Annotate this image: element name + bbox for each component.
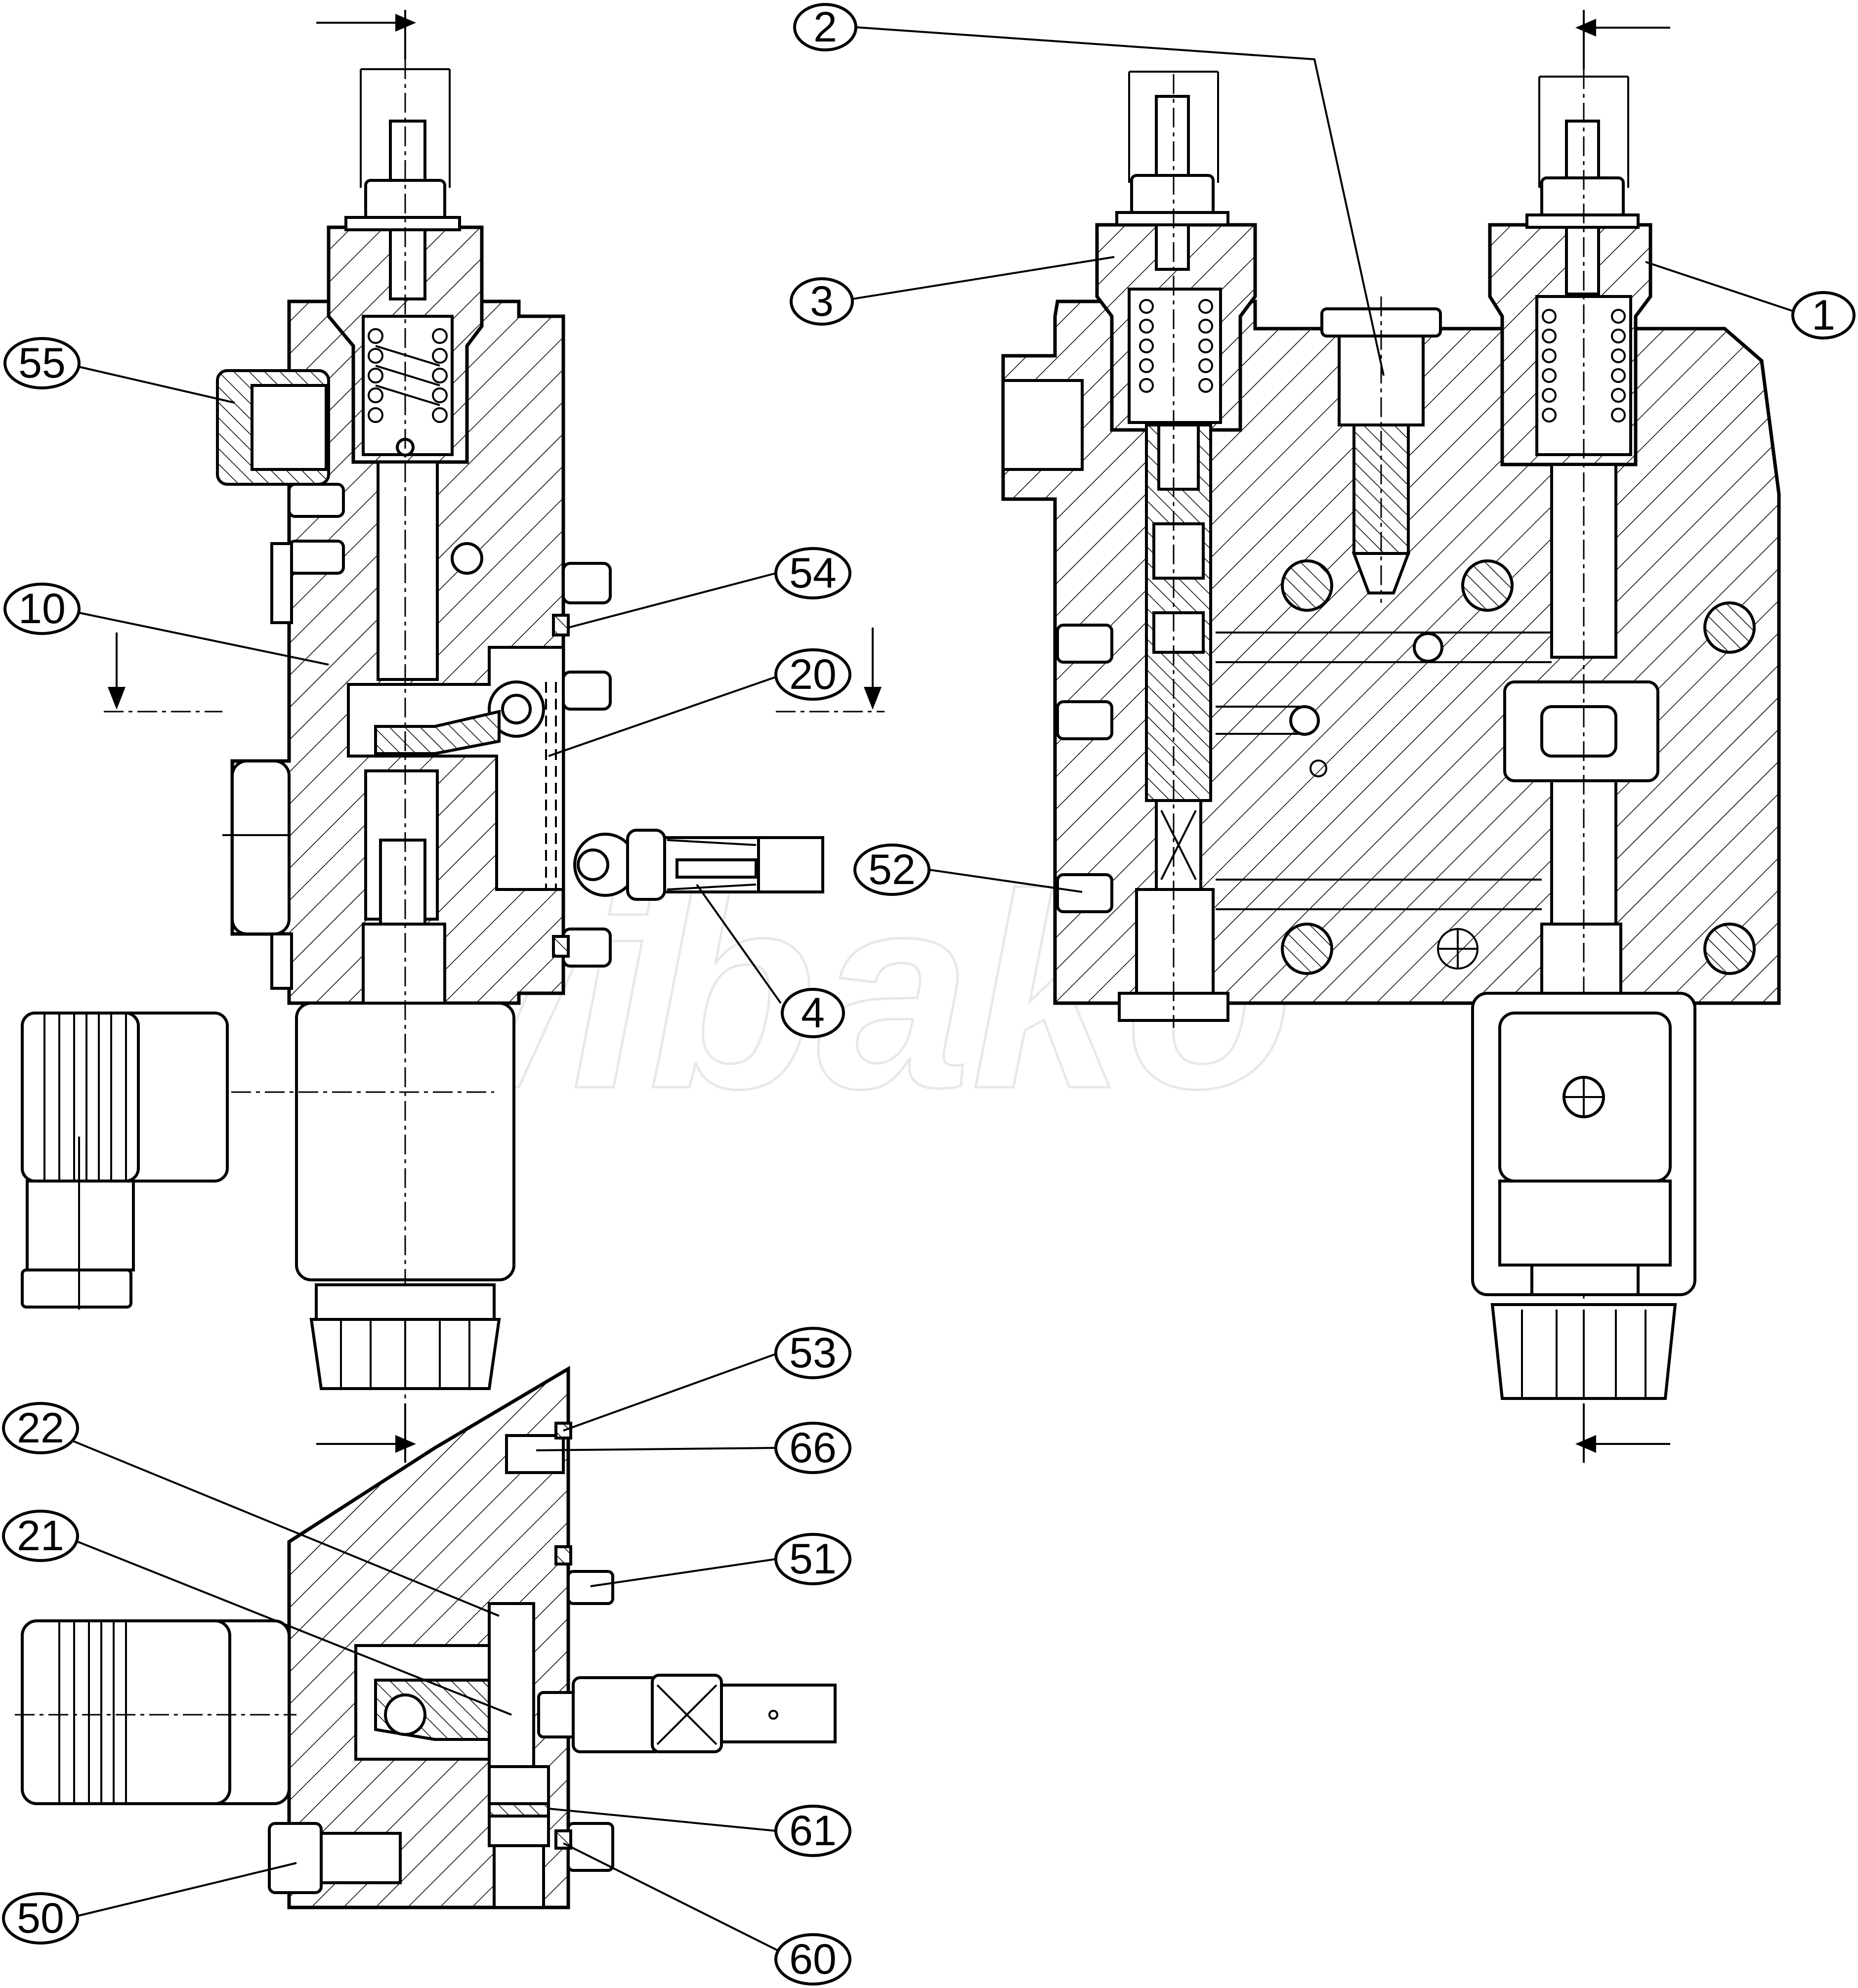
spring-right: [1542, 309, 1626, 423]
bolt-circles: [1281, 559, 1756, 975]
bottom-plug-right: [1540, 923, 1622, 1005]
callout-54: 54: [774, 547, 851, 599]
section-arrow-bottom-right: [1575, 1403, 1670, 1463]
svg-text:51: 51: [789, 1535, 837, 1583]
callout-1: 1: [1791, 291, 1856, 339]
stud-60: [567, 1822, 614, 1872]
solenoid-right: [1471, 992, 1696, 1400]
plug-66: [505, 1434, 565, 1474]
svg-text:52: 52: [868, 846, 916, 893]
side-flange: [231, 760, 291, 935]
section-arrow-top-right: [1575, 10, 1670, 69]
spring-left: [1139, 299, 1213, 393]
section-arrow-top-left: [316, 10, 416, 59]
callout-50: 50: [2, 1892, 79, 1945]
svg-text:55: 55: [18, 339, 66, 387]
plunger-lower: [537, 1674, 837, 1753]
bottom-plug: [362, 923, 446, 1005]
washer: [344, 216, 461, 231]
svg-text:3: 3: [810, 278, 834, 325]
connector-plug: [21, 1012, 229, 1310]
stud-upper: [562, 562, 612, 604]
svg-text:4: 4: [801, 989, 825, 1037]
spool: [377, 461, 439, 681]
seal-lower: [552, 935, 570, 958]
stud-lower: [562, 928, 612, 968]
left-port: [1002, 379, 1084, 471]
callout-10: 10: [3, 583, 81, 635]
callout-52: 52: [853, 844, 930, 896]
svg-text:50: 50: [17, 1895, 64, 1942]
spool-right: [1550, 463, 1617, 659]
pin-lower: [288, 540, 345, 575]
right-section-view: [1001, 10, 1781, 1463]
screw-50: [268, 1822, 323, 1894]
callout-2: 2: [793, 3, 857, 51]
callout-3: 3: [790, 277, 854, 326]
pin-21: [488, 1602, 535, 1768]
svg-text:10: 10: [18, 585, 66, 633]
callout-20: 20: [774, 648, 851, 701]
stud-mid: [562, 671, 612, 711]
pin-c: [1056, 873, 1113, 913]
seal-54: [552, 614, 570, 636]
bottom-plug-left: [1135, 888, 1215, 1005]
callout-55: 55: [3, 337, 81, 389]
section-arrow-mid-left: [104, 628, 885, 713]
svg-text:2: 2: [813, 3, 837, 51]
callouts: 1 2 3 55 10 54: [2, 3, 1856, 1986]
svg-text:21: 21: [17, 1512, 64, 1560]
svg-text:66: 66: [789, 1424, 837, 1472]
svg-text:53: 53: [789, 1329, 837, 1377]
callout-60: 60: [774, 1933, 851, 1986]
svg-text:60: 60: [789, 1936, 837, 1983]
svg-text:1: 1: [1812, 292, 1835, 339]
section-arrow-bottom-left: [316, 1403, 416, 1463]
callout-53: 53: [774, 1327, 851, 1379]
svg-text:22: 22: [17, 1404, 64, 1452]
check-valve: [1320, 296, 1442, 603]
svg-text:20: 20: [789, 651, 837, 698]
seal-upper-stud: [554, 1545, 572, 1565]
callout-61: 61: [774, 1805, 851, 1857]
pin-a: [1056, 624, 1113, 664]
svg-text:61: 61: [789, 1807, 837, 1855]
callout-51: 51: [774, 1533, 851, 1585]
stud-51: [567, 1570, 614, 1605]
callout-21: 21: [2, 1510, 79, 1562]
left-section-view: [21, 10, 885, 1463]
callout-4: 4: [781, 988, 845, 1038]
svg-text:54: 54: [789, 550, 837, 597]
pin-b: [1056, 700, 1113, 740]
callout-66: 66: [774, 1422, 851, 1474]
bottom-section-view: [15, 1365, 837, 1909]
callout-22: 22: [2, 1402, 79, 1454]
pin-upper: [288, 483, 345, 518]
knurled-nut: [309, 1283, 501, 1390]
spring: [368, 328, 448, 423]
manual-override-button: [573, 829, 824, 901]
